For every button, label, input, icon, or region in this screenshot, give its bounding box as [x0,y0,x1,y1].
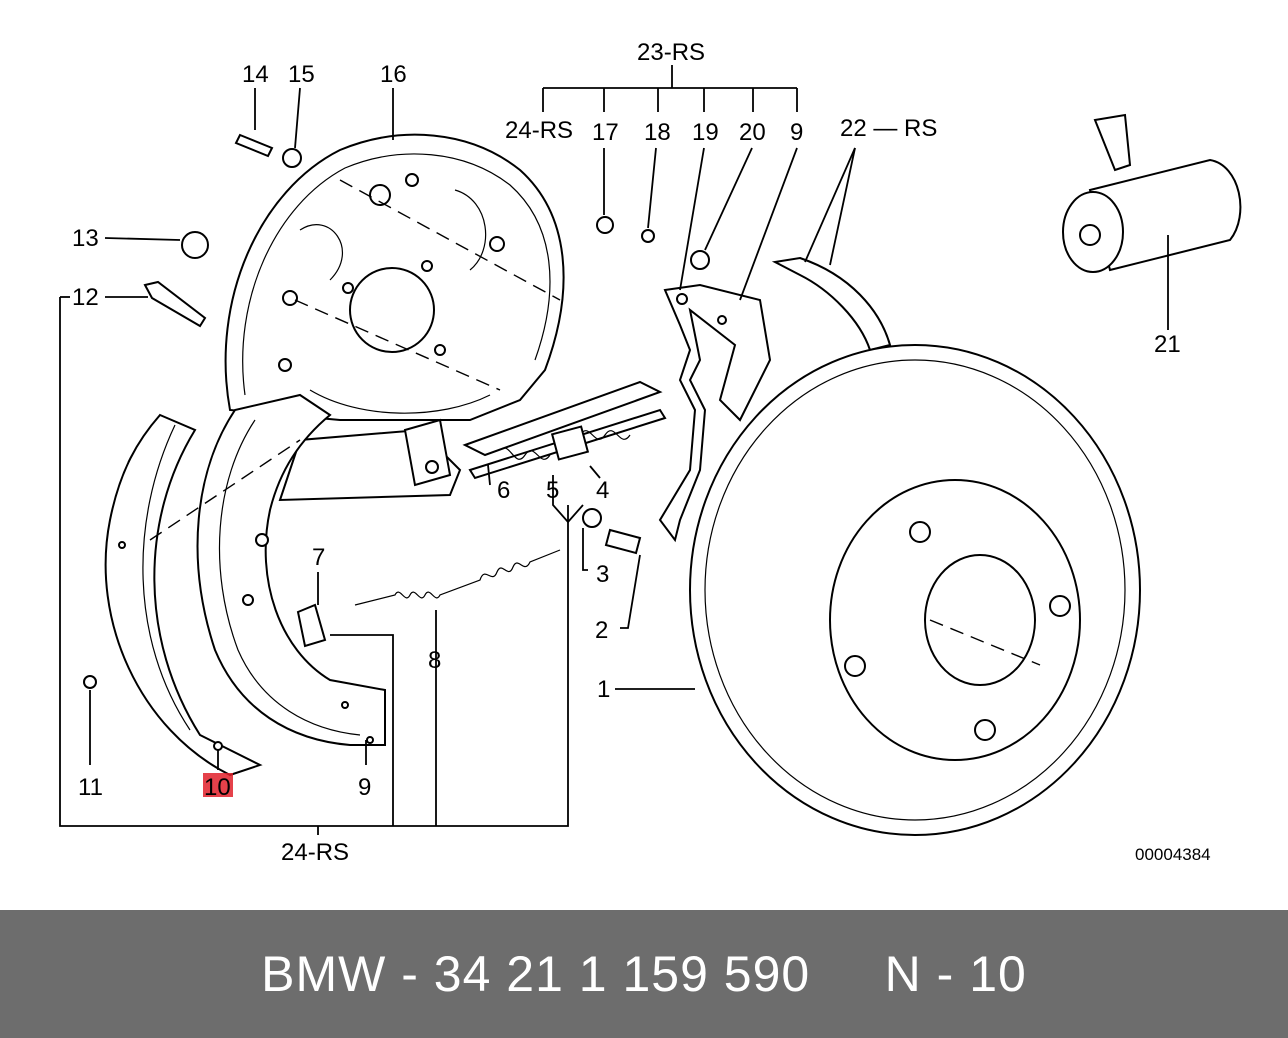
brake-shoe-part-10 [104,413,263,777]
part-number-footer: BMW - 34 21 1 159 590 N - 10 [0,910,1288,1038]
brake-shoe-part-9 [149,393,386,746]
label-14: 14 [242,61,269,88]
leader-lines [59,65,1169,835]
label-4: 4 [596,477,609,504]
backing-plate-part-16 [224,133,565,502]
brake-drum-part-1 [689,344,1141,836]
image-code: 00004384 [1135,845,1211,864]
return-spring-part-8 [354,549,561,606]
wheel-cylinder-part-21 [1062,113,1242,273]
label-9-lower: 9 [358,774,371,801]
label-1: 1 [597,676,610,703]
label-19: 19 [692,119,719,146]
label-22-rs: 22 — RS [840,115,937,142]
label-7: 7 [312,544,325,571]
label-23-rs: 23-RS [637,39,705,66]
label-5: 5 [546,477,559,504]
label-6: 6 [497,477,510,504]
brake-assembly-diagram: 1 2 3 4 5 6 7 8 9 9 10 11 12 13 14 15 16… [59,39,1242,866]
label-12: 12 [72,284,99,311]
label-24-rs-bottom: 24-RS [281,839,349,866]
label-17: 17 [592,119,619,146]
adjuster-strut-parts-4-5-6 [403,380,667,487]
label-16: 16 [380,61,407,88]
label-9-upper: 9 [790,119,803,146]
hold-down-clip-part-7 [296,603,327,648]
part-number-text: BMW - 34 21 1 159 590 N - 10 [261,946,1027,1002]
label-20: 20 [739,119,766,146]
label-24-rs-top: 24-RS [505,117,573,144]
label-8: 8 [428,647,441,674]
fasteners [83,133,710,689]
label-11: 11 [78,774,103,801]
right-brake-shoe-and-lever [658,256,892,543]
label-10: 10 [204,774,231,801]
label-3: 3 [596,561,609,588]
label-13: 13 [72,225,99,252]
label-10-highlight [203,773,233,797]
label-21: 21 [1154,331,1181,358]
label-15: 15 [288,61,315,88]
label-18: 18 [644,119,671,146]
label-2: 2 [595,617,608,644]
part-labels: 1 2 3 4 5 6 7 8 9 9 10 11 12 13 14 15 16… [72,39,1211,866]
